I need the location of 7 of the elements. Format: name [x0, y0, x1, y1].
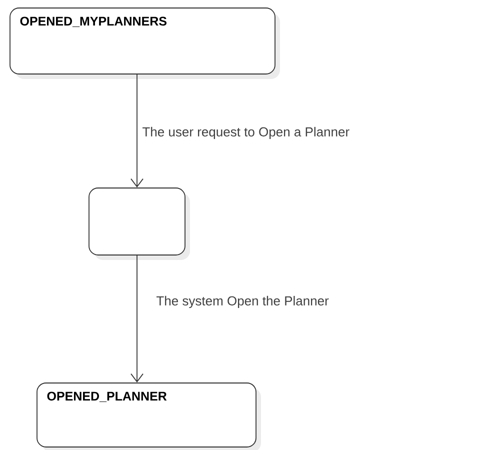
arrow [130, 255, 144, 383]
state-box: OPENED_PLANNER [36, 382, 261, 450]
state-box: OPENED_MYPLANNERS [10, 8, 280, 79]
arrow [130, 74, 144, 188]
state-box [88, 188, 190, 260]
edge-label: The system Open the Planner [155, 294, 330, 310]
edge-label: The user request to Open a Planner [141, 126, 351, 140]
